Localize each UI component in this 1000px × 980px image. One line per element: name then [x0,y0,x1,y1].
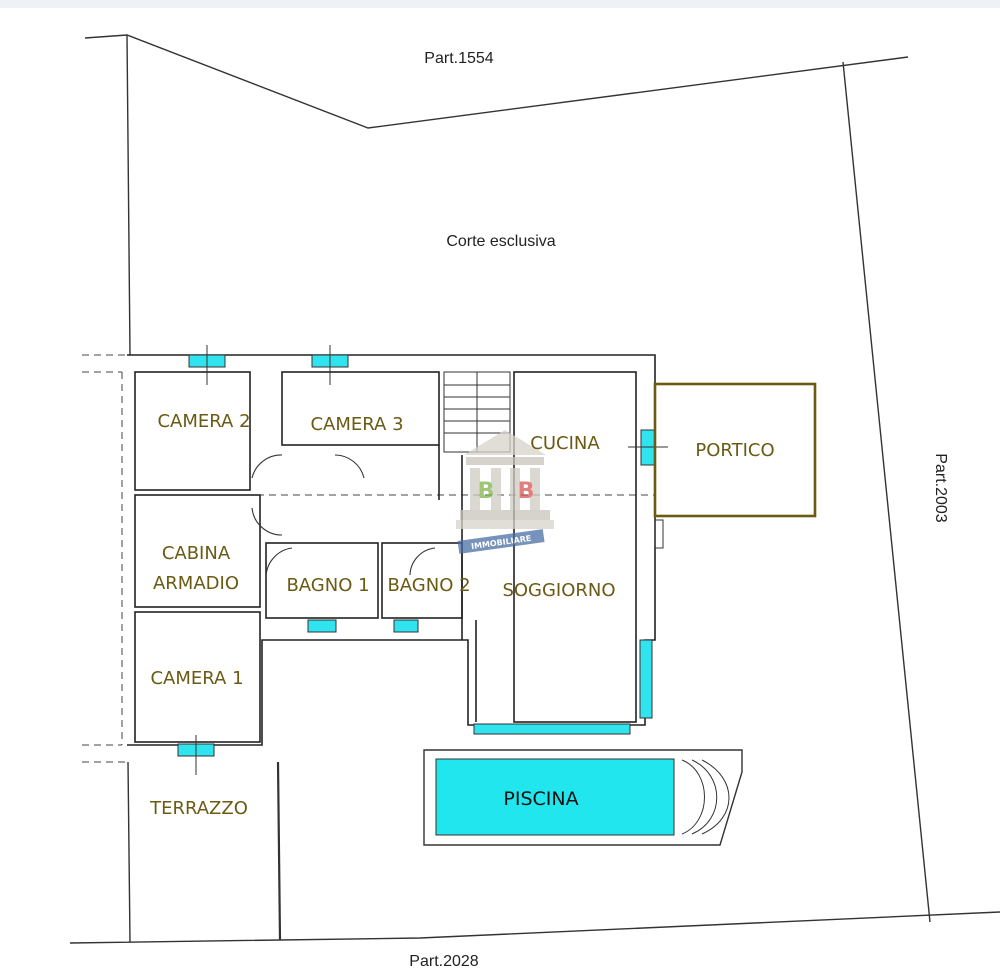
logo-banner [457,529,545,554]
room-label-camera1: CAMERA 1 [150,668,243,689]
room-label-camera3: CAMERA 3 [310,414,403,435]
wall-camera1 [134,611,261,743]
room-label-piscina: PISCINA [503,788,578,810]
room-label-bagno1: BAGNO 1 [286,575,369,596]
pool-edge [423,749,743,846]
watermark-logo: B B IMMOBILIARE [456,430,554,554]
portico-step [654,519,664,549]
lot-boundary [69,34,1000,944]
room-label-armadio: ARMADIO [153,573,239,594]
wall-cucina-soggiorno [513,371,637,723]
parcel-north-label: Part.1554 [424,50,493,67]
wall-bagno1 [265,542,379,619]
window-camera2 [188,345,226,385]
south-boundary [69,911,1000,944]
pool [423,749,743,846]
staircase [443,371,511,453]
wall-camera2 [134,371,251,491]
parcel-east-label: Part.2003 [932,453,949,522]
wall-cabina-armadio [134,494,261,608]
window-camera1 [177,735,215,775]
portico-outline [653,382,817,518]
terrace-divider [276,761,282,941]
west-boundary-upper [126,34,131,356]
room-label-camera2: CAMERA 2 [157,411,250,432]
room-label-cucina: CUCINA [530,433,600,454]
room-label-cabina: CABINA [162,543,231,564]
window-soggiorno-south [473,723,631,735]
room-label-soggiorno: SOGGIORNO [502,580,615,601]
logo-pediment [464,430,546,455]
room-label-bagno2: BAGNO 2 [387,575,470,596]
room-label-portico: PORTICO [695,440,774,461]
parcel-south-label: Part.2028 [409,953,478,970]
north-boundary [84,34,909,129]
window-bagno1 [307,619,337,633]
pool-water [435,758,675,836]
window-camera3 [311,345,349,385]
top-band [0,0,1000,8]
room-label-terrazzo: TERRAZZO [149,798,248,819]
pool-steps [681,759,730,835]
wall-camera3 [281,371,440,446]
door-swings [251,454,436,579]
courtyard-label: Corte esclusiva [446,233,555,250]
west-boundary-lower [127,761,131,943]
east-boundary [842,61,931,923]
window-bagno2 [393,619,419,633]
windows [177,345,668,775]
logo-letter-right: B [518,479,535,504]
logo-letter-left: B [478,479,495,504]
window-soggiorno-east [639,639,653,719]
window-cucina [628,429,668,466]
